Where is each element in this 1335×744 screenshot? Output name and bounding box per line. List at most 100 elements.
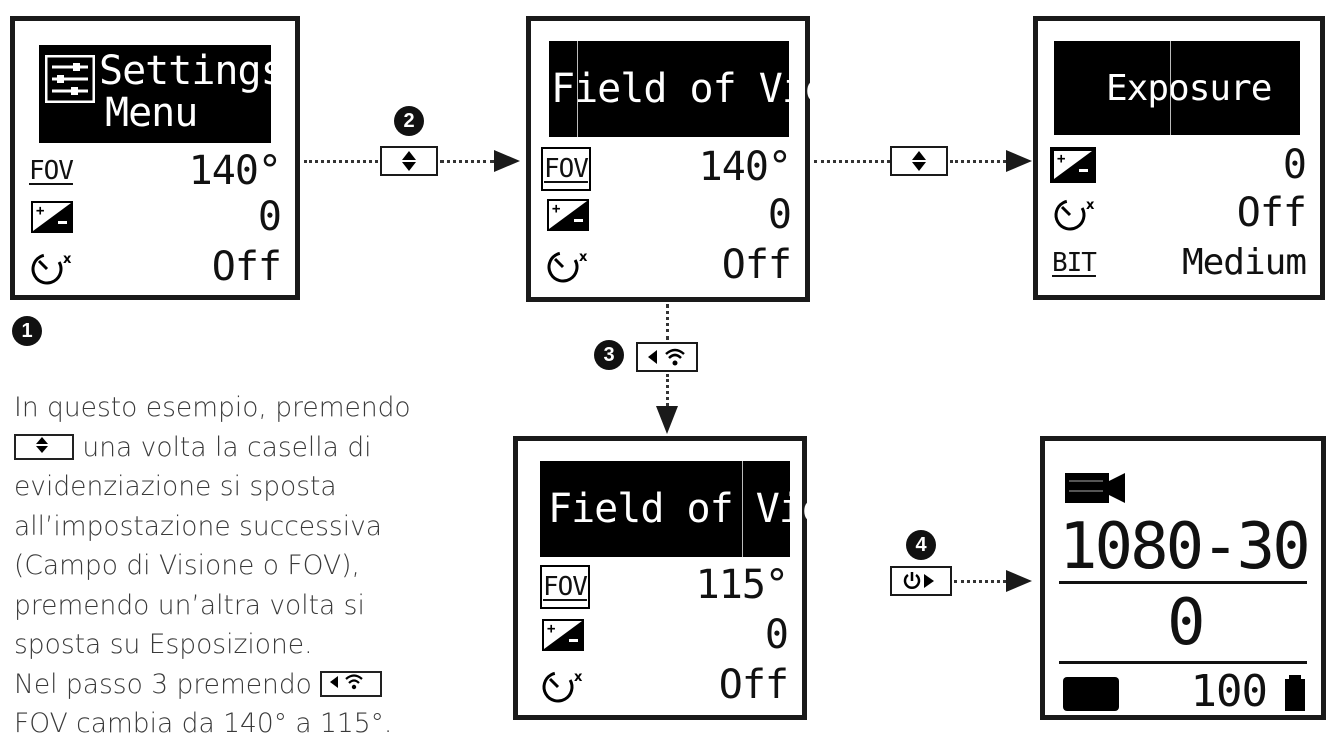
timer-value: Off	[721, 242, 792, 288]
battery-icon	[1285, 675, 1305, 711]
fov-label: FOV	[540, 565, 590, 609]
self-timer-icon: x	[547, 250, 588, 283]
caption-line-5: (Campo di Visione o FOV),	[14, 550, 360, 581]
header-title: Exposure	[1106, 68, 1272, 109]
exposure-icon: +	[542, 619, 584, 651]
caption-line-6: premendo un’altra volta si	[14, 589, 365, 621]
battery-percent: 100	[1190, 666, 1268, 717]
svg-text:+: +	[552, 201, 560, 217]
fov-label: FOV	[541, 147, 591, 191]
caption-line-9: FOV cambia da 140° a 115°.	[14, 708, 393, 739]
battery-bar	[1063, 677, 1119, 711]
exposure-icon: +	[31, 201, 73, 233]
svg-text:x: x	[63, 252, 72, 267]
step-badge-1: 1	[12, 316, 42, 346]
arrow-right-3	[1006, 570, 1032, 592]
screen-field-of-view-changed: Field of View FOV 115° + 0 x Off	[513, 436, 849, 720]
connector-1-2b	[440, 160, 494, 163]
caption-line-4: all’impostazione successiva	[14, 510, 382, 542]
video-camera-icon	[1065, 473, 1125, 503]
bit-label: BIT	[1052, 248, 1097, 278]
fov-value: 140°	[698, 144, 792, 190]
fov-value: 115°	[695, 562, 789, 608]
row-timer: x Off	[518, 661, 802, 713]
connector-2-4b	[666, 374, 669, 406]
self-timer-icon: x	[31, 252, 72, 285]
exposure-value: 0	[257, 194, 282, 240]
screen-field-of-view: Field of View FOV 140° + 0 x Off	[526, 16, 852, 302]
header-title: Field of View	[551, 66, 852, 112]
row-fov: FOV 140°	[15, 147, 295, 199]
caption-line-8: Nel passo 3 premendo	[14, 665, 464, 705]
header-divider	[1170, 41, 1171, 135]
step-badge-4: 4	[906, 530, 936, 560]
arrow-right-1	[494, 150, 520, 172]
header-line-1: Settings	[99, 48, 285, 94]
row-timer: x Off	[1038, 189, 1320, 241]
header-title: Field of View	[548, 486, 849, 532]
exposure-icon: +	[1050, 147, 1096, 183]
row-exposure: + 0	[1038, 141, 1320, 193]
exposure-value: 0	[767, 192, 792, 238]
caption-line-7: sposta su Esposizione.	[14, 629, 313, 660]
divider-bottom	[1059, 661, 1307, 664]
svg-text:x: x	[1086, 198, 1095, 213]
exposure-value: 0	[764, 612, 789, 658]
row-exposure: + 0	[518, 611, 802, 663]
screen-header: Field of View	[549, 41, 852, 137]
left-wifi-button-icon	[320, 670, 383, 697]
screen-header: Exposure	[1054, 41, 1300, 135]
power-right-button-icon	[890, 566, 952, 596]
caption-line-2-text: una volta la casella di	[74, 431, 372, 463]
timer-value: Off	[211, 244, 282, 290]
exposure-value: 0	[1282, 142, 1307, 188]
svg-text:+: +	[547, 621, 555, 637]
row-bitrate: BIT Medium	[1038, 239, 1320, 291]
self-timer-icon: x	[542, 670, 583, 703]
caption-line-1: In questo esempio, premendo	[14, 392, 411, 423]
step-badge-3: 3	[594, 340, 624, 370]
connector-2-3a	[814, 160, 890, 163]
header-divider	[577, 41, 578, 137]
svg-text:+: +	[1057, 151, 1065, 167]
screen-exposure: Exposure + 0 x Off BIT Medium	[1033, 16, 1325, 300]
resolution-text: 1080-30	[1059, 510, 1311, 584]
caption-line-8-text: Nel passo 3 premendo	[14, 668, 312, 700]
row-fov: FOV 140°	[531, 143, 805, 195]
screen-settings-menu: Settings Menu FOV 140° + 0 x Off	[10, 16, 300, 300]
row-fov: FOV 115°	[518, 561, 802, 613]
connector-2-4a	[666, 304, 669, 340]
left-wifi-button-icon	[636, 342, 698, 372]
screen-header: Field of View	[540, 461, 849, 557]
svg-text:+: +	[36, 203, 44, 219]
row-timer: x Off	[531, 241, 805, 293]
up-down-button-icon	[380, 146, 438, 176]
connector-4-5	[954, 580, 1006, 583]
arrow-down	[656, 406, 678, 434]
fov-label: FOV	[29, 156, 74, 186]
instruction-caption: In questo esempio, premendo una volta la…	[14, 388, 464, 744]
caption-line-2: una volta la casella di	[14, 428, 464, 468]
up-down-button-icon	[14, 433, 74, 460]
self-timer-icon: x	[1054, 198, 1095, 231]
svg-text:x: x	[579, 250, 588, 265]
row-exposure: + 0	[531, 191, 805, 243]
row-timer: x Off	[15, 243, 295, 295]
connector-2-3b	[950, 160, 1006, 163]
timer-value: Off	[1236, 190, 1307, 236]
timer-value: Off	[718, 662, 789, 708]
header-line-2: Menu	[105, 90, 198, 136]
sliders-icon	[45, 55, 95, 103]
row-exposure: + 0	[15, 193, 295, 245]
fov-value: 140°	[188, 148, 282, 194]
up-down-button-icon	[890, 146, 948, 176]
bit-value: Medium	[1181, 242, 1307, 283]
svg-text:x: x	[574, 670, 583, 685]
screen-header: Settings Menu	[39, 45, 285, 143]
divider-top	[1059, 581, 1307, 584]
exposure-icon: +	[547, 199, 589, 231]
step-badge-2: 2	[394, 106, 424, 136]
arrow-right-2	[1006, 150, 1032, 172]
header-divider	[742, 461, 743, 557]
connector-1-2a	[304, 160, 378, 163]
